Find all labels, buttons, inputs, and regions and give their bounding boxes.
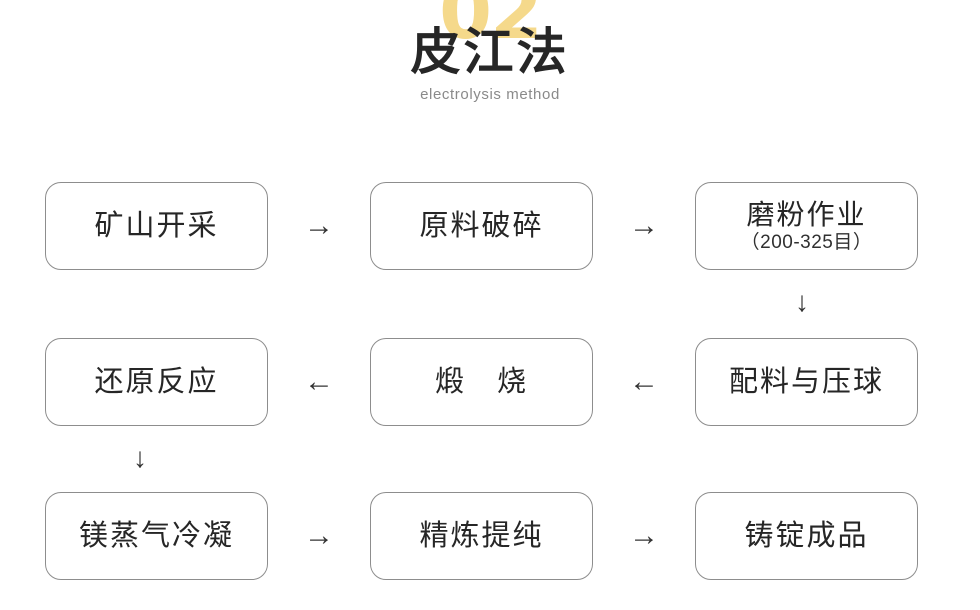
flow-node-sublabel: （200-325目） bbox=[740, 231, 873, 253]
flow-node-crushing[interactable]: 原料破碎 bbox=[370, 182, 593, 270]
section-number: 02 bbox=[439, 0, 543, 56]
arrow-down-icon: ↓ bbox=[795, 286, 809, 317]
flow-node-label: 铸锭成品 bbox=[744, 519, 869, 552]
flow-node-label: 精炼提纯 bbox=[419, 519, 544, 552]
page-header: 02 皮江法 electrolysis method bbox=[0, 0, 980, 130]
flow-node-label: 矿山开采 bbox=[94, 209, 219, 242]
flow-node-calcination[interactable]: 煅 烧 bbox=[370, 338, 593, 426]
flow-node-condensation[interactable]: 镁蒸气冷凝 bbox=[45, 492, 268, 580]
arrow-left-icon: ← bbox=[304, 365, 334, 398]
flow-row-3: 镁蒸气冷凝 → 精炼提纯 → 铸锭成品 bbox=[0, 490, 980, 582]
arrow-right-icon: → bbox=[629, 209, 659, 242]
flow-node-label: 原料破碎 bbox=[419, 209, 544, 242]
flow-node-ingot[interactable]: 铸锭成品 bbox=[695, 492, 918, 580]
flow-node-label: 镁蒸气冷凝 bbox=[78, 519, 234, 552]
flow-node-reduction[interactable]: 还原反应 bbox=[45, 338, 268, 426]
arrow-right-icon: → bbox=[629, 519, 659, 552]
flow-node-batching[interactable]: 配料与压球 bbox=[695, 338, 918, 426]
flow-node-label: 还原反应 bbox=[94, 365, 219, 398]
flow-node-label: 配料与压球 bbox=[728, 365, 884, 398]
title-block: 02 皮江法 electrolysis method bbox=[290, 0, 690, 125]
flow-row-1: 矿山开采 → 原料破碎 → 磨粉作业 （200-325目） bbox=[0, 180, 980, 272]
flow-node-grinding[interactable]: 磨粉作业 （200-325目） bbox=[695, 182, 918, 270]
flow-node-refining[interactable]: 精炼提纯 bbox=[370, 492, 593, 580]
process-flowchart: 矿山开采 → 原料破碎 → 磨粉作业 （200-325目） 还原反应 ← 煅 烧… bbox=[0, 160, 980, 610]
arrow-right-icon: → bbox=[304, 209, 334, 242]
arrow-right-icon: → bbox=[304, 519, 334, 552]
page-subtitle: electrolysis method bbox=[420, 86, 560, 103]
flow-row-2: 还原反应 ← 煅 烧 ← 配料与压球 bbox=[0, 336, 980, 428]
arrow-left-icon: ← bbox=[629, 365, 659, 398]
flow-node-mining[interactable]: 矿山开采 bbox=[45, 182, 268, 270]
arrow-down-icon: ↓ bbox=[133, 442, 147, 473]
flow-node-label: 磨粉作业 bbox=[746, 198, 867, 230]
flow-node-label: 煅 烧 bbox=[434, 365, 528, 398]
page-title: 皮江法 bbox=[410, 24, 570, 80]
